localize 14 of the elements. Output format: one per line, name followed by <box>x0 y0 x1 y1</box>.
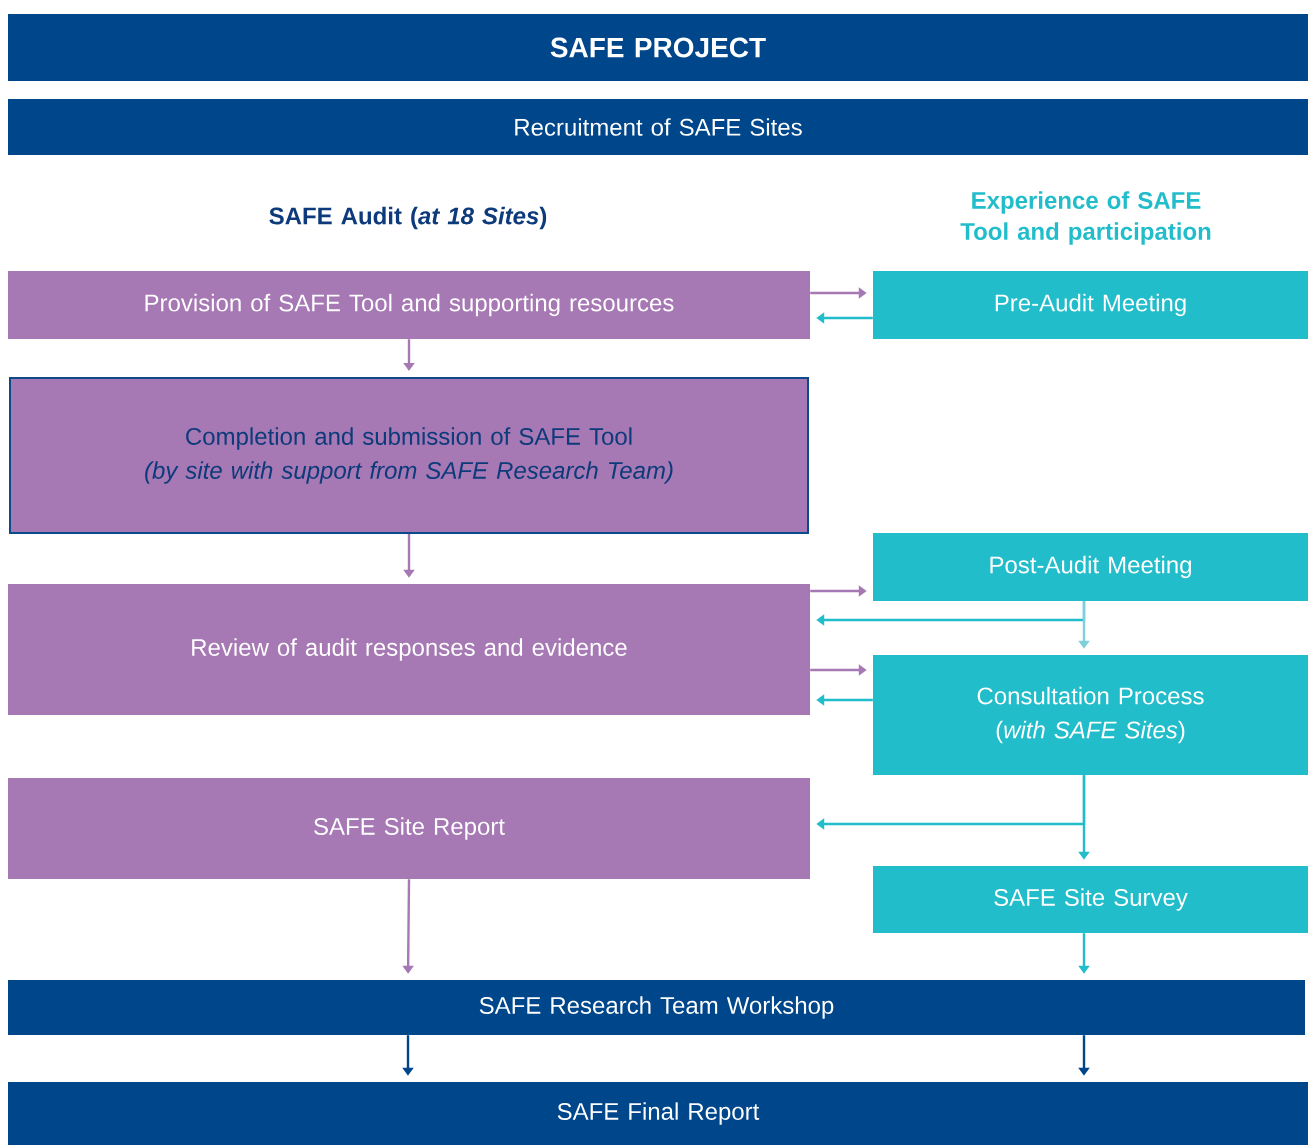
column-heading: SAFE Audit (at 18 Sites) <box>269 206 547 230</box>
process-box: Completion and submission of SAFE Tool (by site with support from SAFE Research Team) <box>9 377 809 534</box>
process-box: Provision of SAFE Tool and supporting resources <box>8 271 810 339</box>
process-box: Pre-Audit Meeting <box>873 271 1308 339</box>
stage-bar: SAFE Final Report <box>8 1082 1308 1145</box>
process-box: SAFE Site Report <box>8 778 810 879</box>
process-box: Consultation Process (with SAFE Sites) <box>873 655 1308 775</box>
title-bar: SAFE PROJECT <box>8 14 1308 81</box>
process-box: SAFE Site Survey <box>873 866 1308 933</box>
process-box: Post-Audit Meeting <box>873 533 1308 601</box>
stage-bar: SAFE Research Team Workshop <box>8 980 1305 1035</box>
column-heading: Experience of SAFE Tool and participation <box>960 191 1211 245</box>
process-box: Review of audit responses and evidence <box>8 584 810 715</box>
stage-bar: Recruitment of SAFE Sites <box>8 99 1308 155</box>
